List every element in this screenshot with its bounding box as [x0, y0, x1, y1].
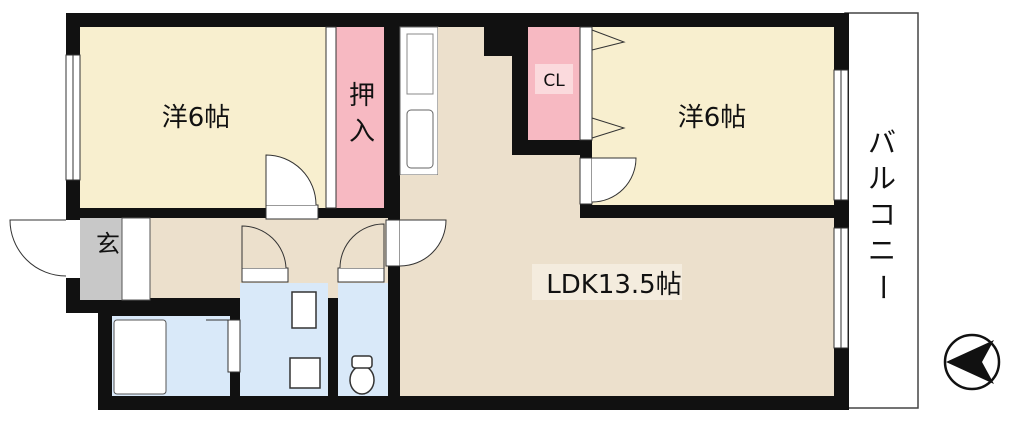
door-entrance[interactable] — [9, 219, 80, 278]
room-entrance — [80, 218, 122, 300]
label-ldk: LDK13.5帖 — [546, 270, 681, 300]
door-ldk[interactable] — [385, 219, 447, 267]
room-oshiire — [336, 27, 384, 208]
door-western-left[interactable] — [265, 154, 319, 220]
north-arrow-icon — [943, 333, 1001, 391]
kitchen-stove — [406, 33, 434, 95]
room-ldk — [400, 27, 834, 396]
washer-space — [289, 357, 321, 389]
washbasin — [291, 291, 317, 329]
door-toilet[interactable] — [337, 223, 385, 283]
bathtub — [113, 319, 167, 395]
door-closet[interactable] — [579, 26, 626, 141]
shoe-cabinet — [121, 217, 151, 301]
label-oshiire-top: 押 — [349, 81, 375, 111]
label-western-left: 洋6帖 — [162, 103, 231, 133]
toilet-tank — [351, 355, 373, 369]
kitchen-sink — [406, 109, 434, 169]
balcony-label-1: バ — [868, 126, 896, 159]
balcony-label-5: ー — [866, 273, 899, 301]
toilet-bowl — [349, 365, 375, 395]
balcony-label-2: ル — [868, 162, 896, 195]
door-washroom[interactable] — [241, 225, 289, 283]
door-bath[interactable] — [206, 319, 241, 373]
label-oshiire-bottom: 入 — [349, 117, 375, 147]
balcony-label-4: ニ — [868, 234, 896, 267]
label-closet: CL — [543, 71, 565, 91]
balcony-label-3: コ — [868, 198, 896, 231]
door-oshiire[interactable] — [325, 26, 337, 209]
balcony-area — [844, 12, 919, 409]
label-entrance: 玄 — [96, 230, 120, 258]
door-western-right[interactable] — [579, 157, 637, 205]
label-western-right: 洋6帖 — [678, 103, 747, 133]
